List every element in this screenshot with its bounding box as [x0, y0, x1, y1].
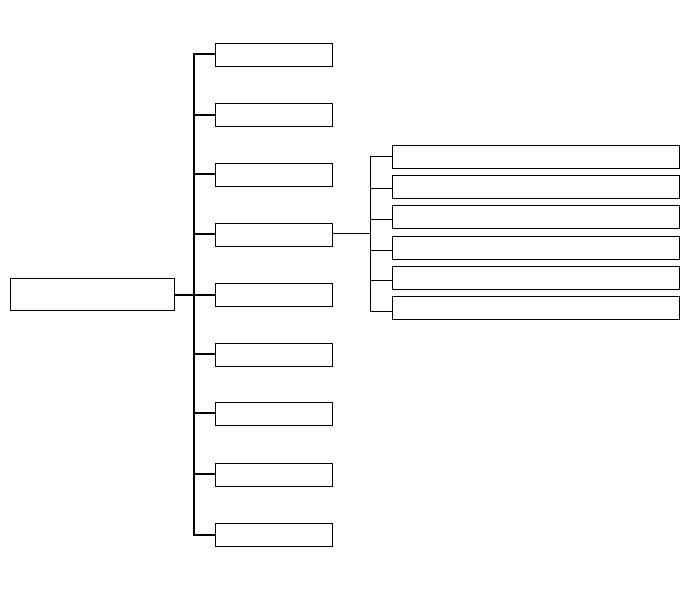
grandchild-node-6 — [392, 296, 680, 320]
child-node-8 — [215, 463, 333, 487]
child-node-4 — [215, 223, 333, 247]
grandchild-node-2 — [392, 175, 680, 199]
child-node-5 — [215, 283, 333, 307]
grandchild-node-1 — [392, 145, 680, 169]
grandchild-node-5 — [392, 266, 680, 290]
child-node-2 — [215, 103, 333, 127]
child-node-1 — [215, 43, 333, 67]
root-node — [10, 278, 175, 311]
grandchild-node-4 — [392, 236, 680, 260]
child-node-6 — [215, 343, 333, 367]
grandchild-node-3 — [392, 205, 680, 229]
child-node-7 — [215, 402, 333, 426]
child-node-3 — [215, 163, 333, 187]
child-node-9 — [215, 523, 333, 547]
